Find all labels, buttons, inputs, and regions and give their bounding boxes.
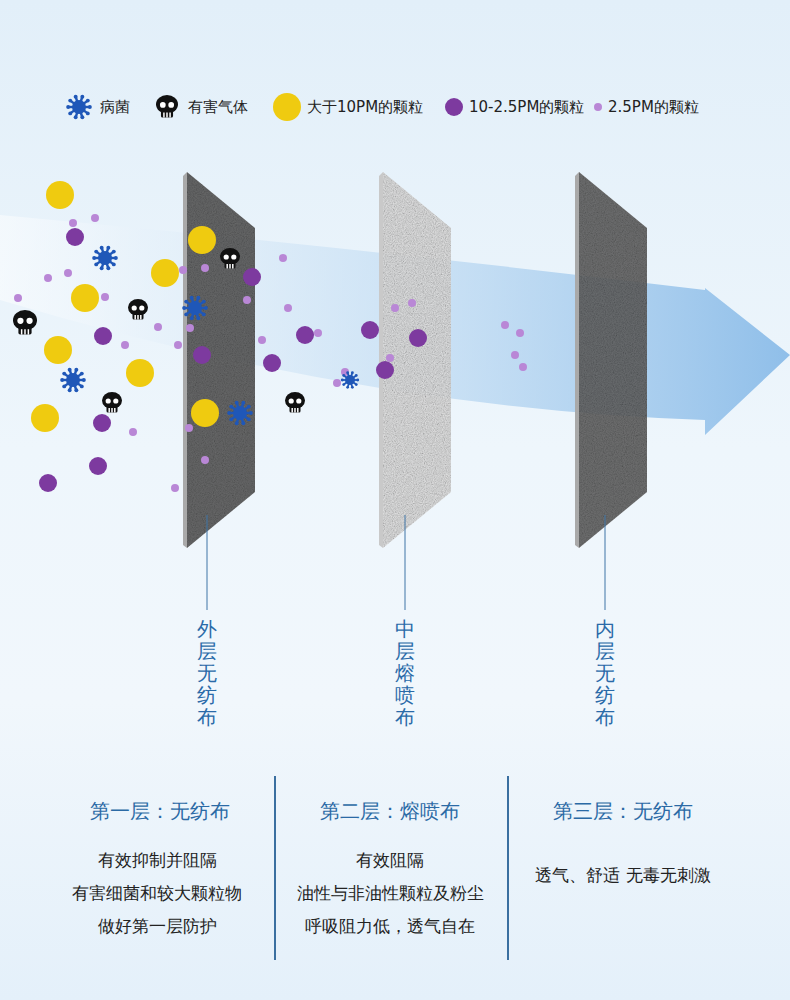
germ-icon: [182, 296, 208, 321]
germ-icon: [341, 371, 359, 389]
layer-name: 中层熔喷布: [395, 618, 415, 728]
gas-icon: [102, 392, 122, 413]
legend-icon: [64, 92, 94, 122]
legend-swatch: [594, 103, 602, 111]
legend-item: 病菌: [64, 92, 130, 122]
gas-icon: [13, 310, 37, 335]
legend-swatch: [273, 93, 301, 121]
gas-icon: [128, 299, 148, 320]
middle-layer: [379, 172, 451, 548]
germ-icon: [227, 401, 253, 426]
legend-text: 2.5PM的颗粒: [608, 98, 699, 117]
germ-icon: [60, 368, 86, 393]
gas-icon: [220, 248, 240, 269]
column-dividers: [275, 776, 508, 960]
legend-text: 病菌: [100, 98, 130, 117]
germ-icon: [66, 95, 92, 120]
legend-item: 2.5PM的颗粒: [594, 98, 699, 117]
gas-icon: [156, 95, 178, 118]
column-heading: 第二层：熔喷布: [320, 798, 460, 825]
legend-swatch: [445, 98, 463, 116]
legend-item: 10-2.5PM的颗粒: [445, 98, 584, 117]
legend-icon: [152, 92, 182, 122]
legend-item: 有害气体: [152, 92, 248, 122]
column-heading: 第三层：无纺布: [553, 798, 693, 825]
column-heading: 第一层：无纺布: [90, 798, 230, 825]
layer-name: 外层无纺布: [197, 618, 217, 728]
particles: [13, 181, 527, 492]
legend-item: 大于10PM的颗粒: [273, 93, 423, 121]
layer-name: 内层无纺布: [595, 618, 615, 728]
legend-text: 大于10PM的颗粒: [307, 98, 423, 117]
legend-text: 有害气体: [188, 98, 248, 117]
legend-text: 10-2.5PM的颗粒: [469, 98, 584, 117]
column-text: 透气、舒适 无毒无刺激: [508, 859, 738, 892]
germ-icon: [92, 246, 118, 271]
gas-icon: [285, 392, 305, 413]
column-text: 有效抑制并阻隔 有害细菌和较大颗粒物 做好第一层防护: [42, 844, 272, 943]
inner-layer: [575, 172, 647, 548]
leader-lines: [207, 515, 605, 610]
column-text: 有效阻隔 油性与非油性颗粒及粉尘 呼吸阻力低，透气自在: [275, 844, 505, 943]
outer-layer: [183, 172, 255, 548]
